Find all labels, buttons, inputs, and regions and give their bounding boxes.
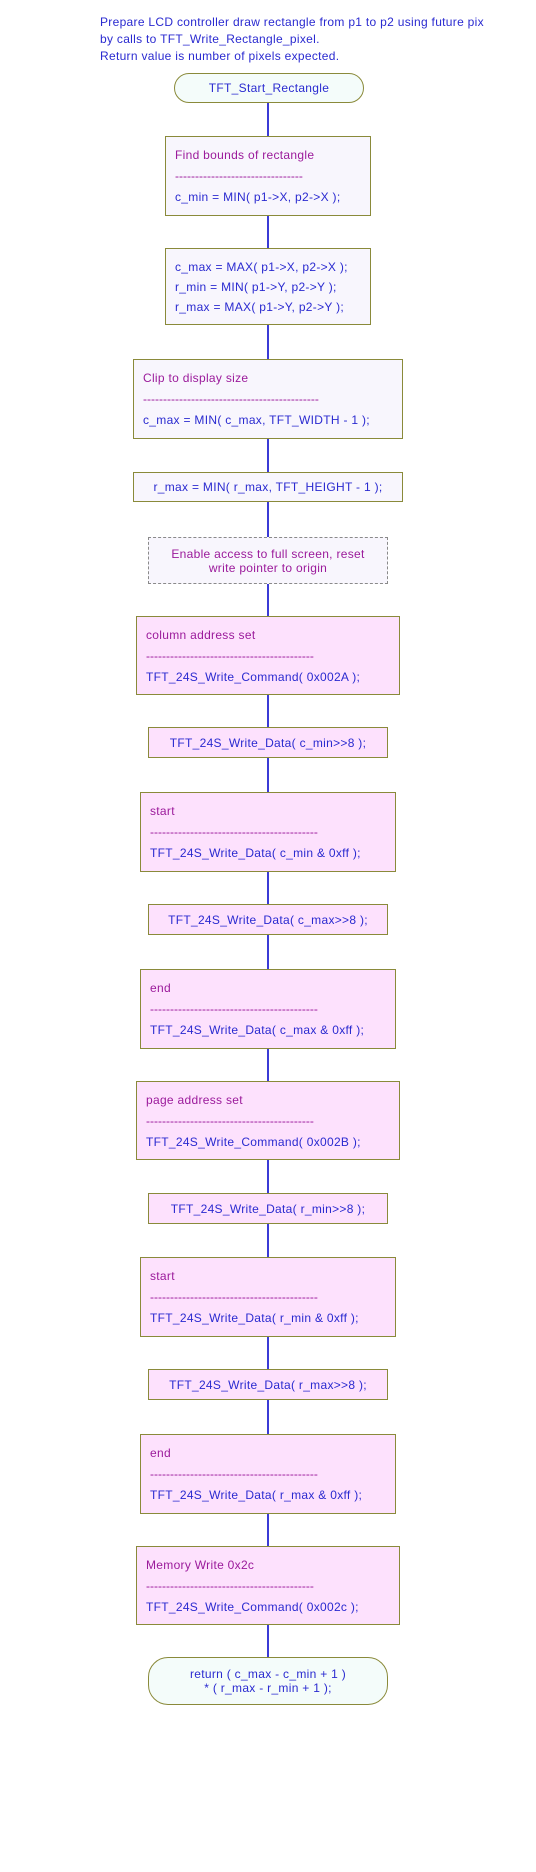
node-code: c_max = MAX( p1->X, p2->X );: [175, 260, 348, 274]
connector-line: [267, 758, 269, 792]
separator-line: ----------------------------------------…: [150, 1290, 318, 1304]
node-find-bounds: Find bounds of rectangle ----------------…: [165, 136, 371, 216]
connector-line: [267, 935, 269, 969]
node-comment: column address set: [146, 628, 256, 642]
node-start-cmin-lo: start -----------------------------------…: [140, 792, 396, 872]
separator-line: --------------------------------: [175, 169, 303, 183]
node-end-cmax-lo: end -------------------------------------…: [140, 969, 396, 1049]
description: Prepare LCD controller draw rectangle fr…: [100, 14, 536, 65]
connector-line: [267, 216, 269, 248]
node-bounds-max: c_max = MAX( p1->X, p2->X ); r_min = MIN(…: [165, 248, 371, 325]
node-code: TFT_24S_Write_Data( r_min & 0xff );: [150, 1311, 359, 1325]
node-code: * ( r_max - r_min + 1 );: [204, 1681, 332, 1695]
node-column-address-set: column address set ----------------------…: [136, 616, 400, 695]
node-code: TFT_24S_Write_Data( r_max & 0xff );: [150, 1488, 363, 1502]
node-code: TFT_24S_Write_Command( 0x002A );: [146, 670, 361, 684]
node-comment: start: [150, 1269, 175, 1283]
connector-line: [267, 1337, 269, 1369]
connector-line: [267, 103, 269, 136]
connector-line: [267, 1625, 269, 1657]
connector-line: [267, 1400, 269, 1434]
node-write-rmin-hi: TFT_24S_Write_Data( r_min>>8 );: [148, 1193, 388, 1224]
node-code: c_max = MIN( c_max, TFT_WIDTH - 1 );: [143, 413, 370, 427]
connector-line: [267, 1049, 269, 1081]
node-code: r_max = MIN( r_max, TFT_HEIGHT - 1 );: [153, 480, 383, 494]
separator-line: ----------------------------------------…: [146, 1114, 314, 1128]
node-comment: Enable access to full screen, reset: [171, 546, 365, 561]
node-code: r_min = MIN( p1->Y, p2->Y );: [175, 280, 337, 294]
connector-line: [267, 502, 269, 537]
connector-line: [267, 325, 269, 359]
node-return: return ( c_max - c_min + 1 )* ( r_max - …: [148, 1657, 388, 1705]
node-code: TFT_24S_Write_Data( c_max>>8 );: [168, 912, 368, 927]
node-comment: Find bounds of rectangle: [175, 148, 315, 162]
node-clip: Clip to display size --------------------…: [133, 359, 403, 439]
connector-line: [267, 1160, 269, 1193]
connector-line: [267, 584, 269, 616]
node-comment: start: [150, 804, 175, 818]
connector-line: [267, 1514, 269, 1546]
node-comment: end: [150, 981, 171, 995]
node-comment: Memory Write 0x2c: [146, 1558, 255, 1572]
connector-line: [267, 695, 269, 727]
description-line: Return value is number of pixels expecte…: [100, 49, 340, 63]
separator-line: ----------------------------------------…: [150, 1002, 318, 1016]
connector-line: [267, 872, 269, 904]
node-end-rmax-lo: end -------------------------------------…: [140, 1434, 396, 1514]
node-write-cmax-hi: TFT_24S_Write_Data( c_max>>8 );: [148, 904, 388, 935]
node-comment: page address set: [146, 1093, 243, 1107]
separator-line: ----------------------------------------…: [146, 649, 314, 663]
node-code: TFT_24S_Write_Data( c_max & 0xff );: [150, 1023, 365, 1037]
node-start: TFT_Start_Rectangle: [174, 73, 364, 103]
description-line: by calls to TFT_Write_Rectangle_pixel.: [100, 32, 320, 46]
connector-line: [267, 439, 269, 472]
separator-line: ----------------------------------------…: [143, 392, 319, 406]
node-code: TFT_24S_Write_Command( 0x002B );: [146, 1135, 361, 1149]
node-page-address-set: page address set ------------------------…: [136, 1081, 400, 1160]
node-code: TFT_Start_Rectangle: [208, 81, 330, 95]
node-start-rmin-lo: start -----------------------------------…: [140, 1257, 396, 1337]
node-write-cmin-hi: TFT_24S_Write_Data( c_min>>8 );: [148, 727, 388, 758]
node-code: TFT_24S_Write_Data( r_min>>8 );: [170, 1201, 366, 1216]
node-comment: write pointer to origin: [208, 560, 328, 575]
node-code: TFT_24S_Write_Data( c_min>>8 );: [169, 735, 367, 750]
node-comment: end: [150, 1446, 171, 1460]
node-code: return ( c_max - c_min + 1 ): [189, 1667, 347, 1681]
node-comment: Clip to display size: [143, 371, 249, 385]
separator-line: ----------------------------------------…: [146, 1579, 314, 1593]
description-line: Prepare LCD controller draw rectangle fr…: [100, 15, 484, 29]
separator-line: ----------------------------------------…: [150, 825, 318, 839]
node-clip-rmax: r_max = MIN( r_max, TFT_HEIGHT - 1 );: [133, 472, 403, 502]
node-write-rmax-hi: TFT_24S_Write_Data( r_max>>8 );: [148, 1369, 388, 1400]
node-memory-write: Memory Write 0x2c -----------------------…: [136, 1546, 400, 1625]
node-code: TFT_24S_Write_Data( r_max>>8 );: [169, 1377, 367, 1392]
connector-line: [267, 1224, 269, 1257]
node-code: TFT_24S_Write_Command( 0x002c );: [146, 1600, 359, 1614]
node-code: r_max = MAX( p1->Y, p2->Y );: [175, 300, 345, 314]
node-code: c_min = MIN( p1->X, p2->X );: [175, 190, 341, 204]
separator-line: ----------------------------------------…: [150, 1467, 318, 1481]
node-code: TFT_24S_Write_Data( c_min & 0xff );: [150, 846, 361, 860]
